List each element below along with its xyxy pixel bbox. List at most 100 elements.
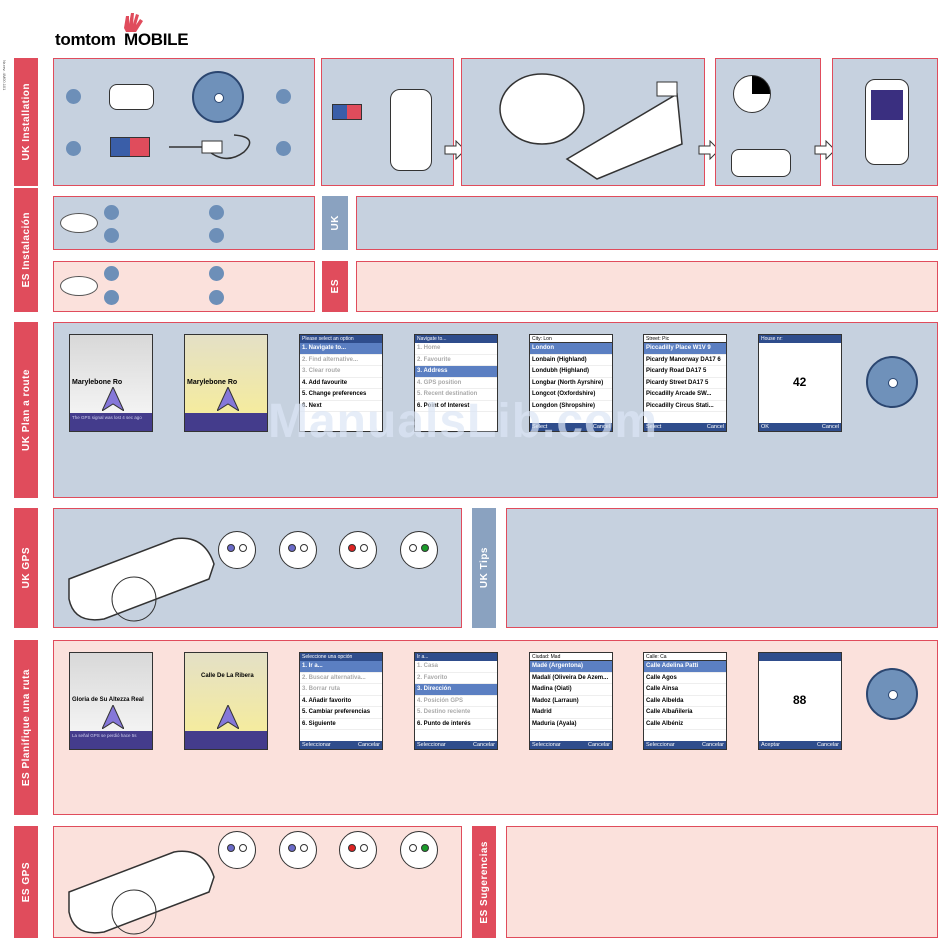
install-panel-5 [832, 58, 938, 186]
menu-item[interactable]: 3. Clear route [300, 366, 382, 378]
menu-item[interactable]: 6. Punto de interés [415, 719, 497, 730]
cancel-softkey[interactable]: Cancelar [816, 742, 839, 748]
position-arrow-icon [217, 705, 239, 729]
position-arrow-icon [102, 705, 124, 729]
list-item[interactable]: Calle Albelda [644, 696, 726, 707]
phone-running-app-image [865, 79, 909, 165]
select-softkey[interactable]: Seleccionar [646, 742, 675, 748]
menu-item[interactable]: 1. Ir a... [300, 661, 382, 673]
select-softkey[interactable]: Seleccionar [532, 742, 561, 748]
cancel-softkey[interactable]: Cancelar [472, 742, 495, 748]
cd-rom-image [192, 71, 244, 123]
list-item[interactable]: Madé (Argentona) [530, 661, 612, 673]
list-item[interactable]: Picardy Manorway DA17 6 [644, 355, 726, 366]
menu-item[interactable]: 4. GPS position [415, 378, 497, 389]
section-tab-uk-plan-route: UK Plan a route [14, 322, 38, 498]
cancel-softkey[interactable]: Cancelar [587, 742, 610, 748]
es-install-legend-es [53, 261, 315, 312]
section-tab-es-instalacion: ES Instalación [14, 188, 38, 312]
es-house-number-screen: 88 Aceptar Cancelar [758, 652, 842, 750]
list-item[interactable]: Calle Albéniz [644, 719, 726, 730]
legend-dot [209, 266, 224, 281]
list-item[interactable]: Madina (Oiati) [530, 684, 612, 696]
position-arrow-icon [217, 387, 239, 411]
install-panel-2 [321, 58, 454, 186]
list-item[interactable]: Madoz (Larraun) [530, 696, 612, 707]
gps-receiver-image [68, 850, 215, 935]
menu-item[interactable]: 1. Home [415, 343, 497, 355]
menu-item[interactable]: 1. Navigate to... [300, 343, 382, 355]
es-menu-screen: Seleccione una opción 1. Ir a... 2. Busc… [299, 652, 383, 750]
list-item[interactable]: Piccadilly Place W1V 9 [644, 343, 726, 355]
map-bottom-bar [185, 731, 267, 749]
uk-map-screen-1: Marylebone Ro The GPS signal was lost 4 … [69, 334, 153, 432]
list-item[interactable]: Longdon (Shropshire) [530, 401, 612, 412]
text-box-es [356, 261, 938, 312]
menu-item[interactable]: 2. Find alternative... [300, 355, 382, 366]
list-item[interactable]: Piccadilly Circus Stati... [644, 401, 726, 412]
select-softkey[interactable]: Select [646, 424, 662, 430]
select-softkey[interactable]: Seleccionar [302, 742, 331, 748]
install-panel-4 [715, 58, 821, 186]
uk-menu-screen: Please select an option 1. Navigate to..… [299, 334, 383, 432]
menu-item[interactable]: 5. Change preferences [300, 389, 382, 401]
cancel-softkey[interactable]: Cancel [592, 424, 610, 430]
house-number-value[interactable]: 42 [793, 375, 807, 389]
menu-item[interactable]: 4. Add favourite [300, 378, 382, 389]
ok-softkey[interactable]: OK [761, 424, 769, 430]
text-box-uk [356, 196, 938, 250]
uk-city-screen: City: Lon London Lonbain (Highland) Lond… [529, 334, 613, 432]
select-softkey[interactable]: Seleccionar [417, 742, 446, 748]
house-number-value[interactable]: 88 [793, 693, 807, 707]
accept-softkey[interactable]: Aceptar [761, 742, 780, 748]
select-softkey[interactable]: Select [532, 424, 548, 430]
list-item[interactable]: Longbar (North Ayrshire) [530, 378, 612, 389]
menu-item[interactable]: 6. Next [300, 401, 382, 412]
insert-card-image [332, 104, 362, 120]
menu-item[interactable]: 3. Address [415, 366, 497, 378]
gps-led-green [400, 531, 438, 569]
menu-item[interactable]: 3. Dirección [415, 684, 497, 696]
cancel-softkey[interactable]: Cancel [821, 424, 839, 430]
list-item[interactable]: Piccadilly Arcade SW... [644, 389, 726, 401]
menu-item[interactable]: 1. Casa [415, 661, 497, 673]
list-item[interactable]: Maduria (Ayala) [530, 719, 612, 730]
list-item[interactable]: Calle Adelina Patti [644, 661, 726, 673]
list-item[interactable]: Calle Agos [644, 673, 726, 684]
menu-item[interactable]: 4. Posición GPS [415, 696, 497, 707]
menu-item[interactable]: 5. Cambiar preferencias [300, 707, 382, 719]
list-item[interactable]: Madalí (Oliveira De Azem... [530, 673, 612, 684]
cancel-softkey[interactable]: Cancelar [357, 742, 380, 748]
legend-dot [104, 266, 119, 281]
cancel-softkey[interactable]: Cancelar [701, 742, 724, 748]
legend-dot [104, 228, 119, 243]
menu-item[interactable]: 6. Point of Interest [415, 401, 497, 412]
menu-item[interactable]: 6. Siguiente [300, 719, 382, 730]
map-street-label: Calle De La Ribera [201, 673, 254, 679]
menu-item[interactable]: 2. Buscar alternativa... [300, 673, 382, 684]
list-item[interactable]: Londubh (Highland) [530, 366, 612, 378]
menu-item[interactable]: 5. Destino reciente [415, 707, 497, 719]
menu-item[interactable]: 5. Recent destination [415, 389, 497, 401]
list-item[interactable]: Calle Albañilería [644, 707, 726, 719]
gps-led-off [218, 831, 256, 869]
gps-status-bar: La señal GPS se perdió hace 5s [70, 731, 152, 749]
es-navigate-screen: Ir a... 1. Casa 2. Favorito 3. Dirección… [414, 652, 498, 750]
menu-item[interactable]: 4. Añadir favorito [300, 696, 382, 707]
cancel-softkey[interactable]: Cancel [706, 424, 724, 430]
list-item[interactable]: Picardy Street DA17 5 [644, 378, 726, 389]
list-item[interactable]: Picardy Road DA17 5 [644, 366, 726, 378]
list-item[interactable]: Madrid [530, 707, 612, 719]
list-item[interactable]: Longcot (Oxfordshire) [530, 389, 612, 401]
menu-item[interactable]: 2. Favorito [415, 673, 497, 684]
callout-dot [276, 89, 291, 104]
gps-led-red [339, 831, 377, 869]
list-item[interactable]: London [530, 343, 612, 355]
menu-item[interactable]: 2. Favourite [415, 355, 497, 366]
list-item[interactable]: Lonbain (Highland) [530, 355, 612, 366]
menu-item[interactable]: 3. Borrar ruta [300, 684, 382, 696]
uk-navigate-screen: Navigate to... 1. Home 2. Favourite 3. A… [414, 334, 498, 432]
screen-title: Ir a... [415, 653, 497, 661]
list-item[interactable]: Calle Ainsa [644, 684, 726, 696]
cd-rom-image [866, 668, 918, 720]
